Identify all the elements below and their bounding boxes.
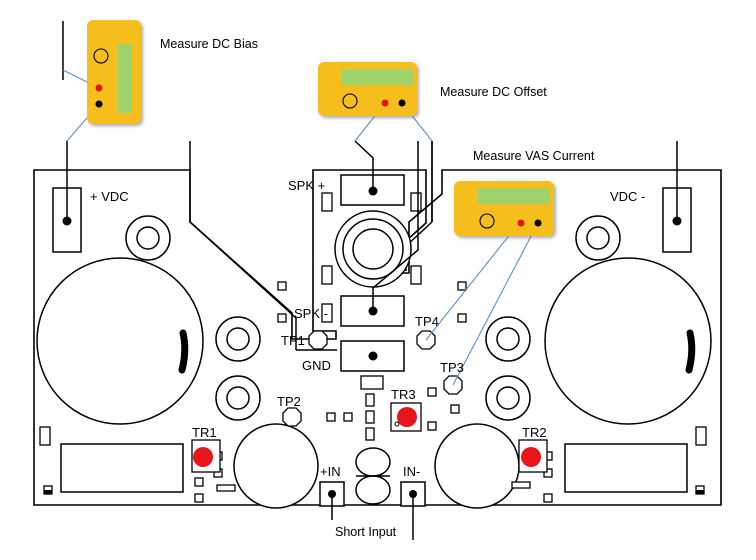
label-vdc-neg: VDC - bbox=[610, 189, 645, 204]
speaker-terminal-ring bbox=[334, 210, 412, 288]
label-spk-pos: SPK + bbox=[288, 178, 325, 193]
meter-vas-current bbox=[454, 181, 554, 236]
label-tp3: TP3 bbox=[440, 360, 464, 375]
label-vdc-pos: + VDC bbox=[90, 189, 129, 204]
capacitor-left-large bbox=[36, 257, 204, 425]
label-spk-neg: SPK - bbox=[294, 306, 328, 321]
trimmer-tr3 bbox=[390, 402, 422, 432]
gnd-terminal bbox=[340, 340, 405, 372]
tiny-fills bbox=[44, 490, 704, 494]
callout-dc-offset: Measure DC Offset bbox=[440, 85, 547, 99]
label-tp2: TP2 bbox=[277, 394, 301, 409]
label-tp1: TP1 bbox=[281, 333, 305, 348]
trimmer-tr1 bbox=[191, 439, 221, 473]
label-tr2: TR2 bbox=[522, 425, 547, 440]
capacitor-right-large bbox=[544, 257, 712, 425]
spk-neg-wire bbox=[372, 141, 419, 311]
pcb-board bbox=[33, 169, 722, 506]
capacitor-right-bottom bbox=[434, 423, 520, 509]
label-tr3: TR3 bbox=[391, 387, 416, 402]
callout-dc-bias: Measure DC Bias bbox=[160, 37, 258, 51]
meter-dc-offset bbox=[318, 62, 417, 116]
callout-vas-current: Measure VAS Current bbox=[473, 149, 595, 163]
callout-short-input: Short Input bbox=[335, 525, 397, 539]
input-oval-components bbox=[355, 447, 391, 505]
label-tp4: TP4 bbox=[415, 314, 439, 329]
label-in-pos: +IN bbox=[320, 464, 341, 479]
small-components bbox=[39, 192, 707, 503]
meter-dc-bias bbox=[87, 20, 141, 124]
label-tr1: TR1 bbox=[192, 425, 217, 440]
mounting-holes bbox=[125, 215, 621, 421]
trimmer-tr2 bbox=[518, 439, 548, 473]
transistor-blocks bbox=[60, 443, 688, 493]
label-gnd: GND bbox=[302, 358, 331, 373]
capacitor-left-bottom bbox=[233, 423, 319, 509]
label-in-neg: IN- bbox=[403, 464, 420, 479]
